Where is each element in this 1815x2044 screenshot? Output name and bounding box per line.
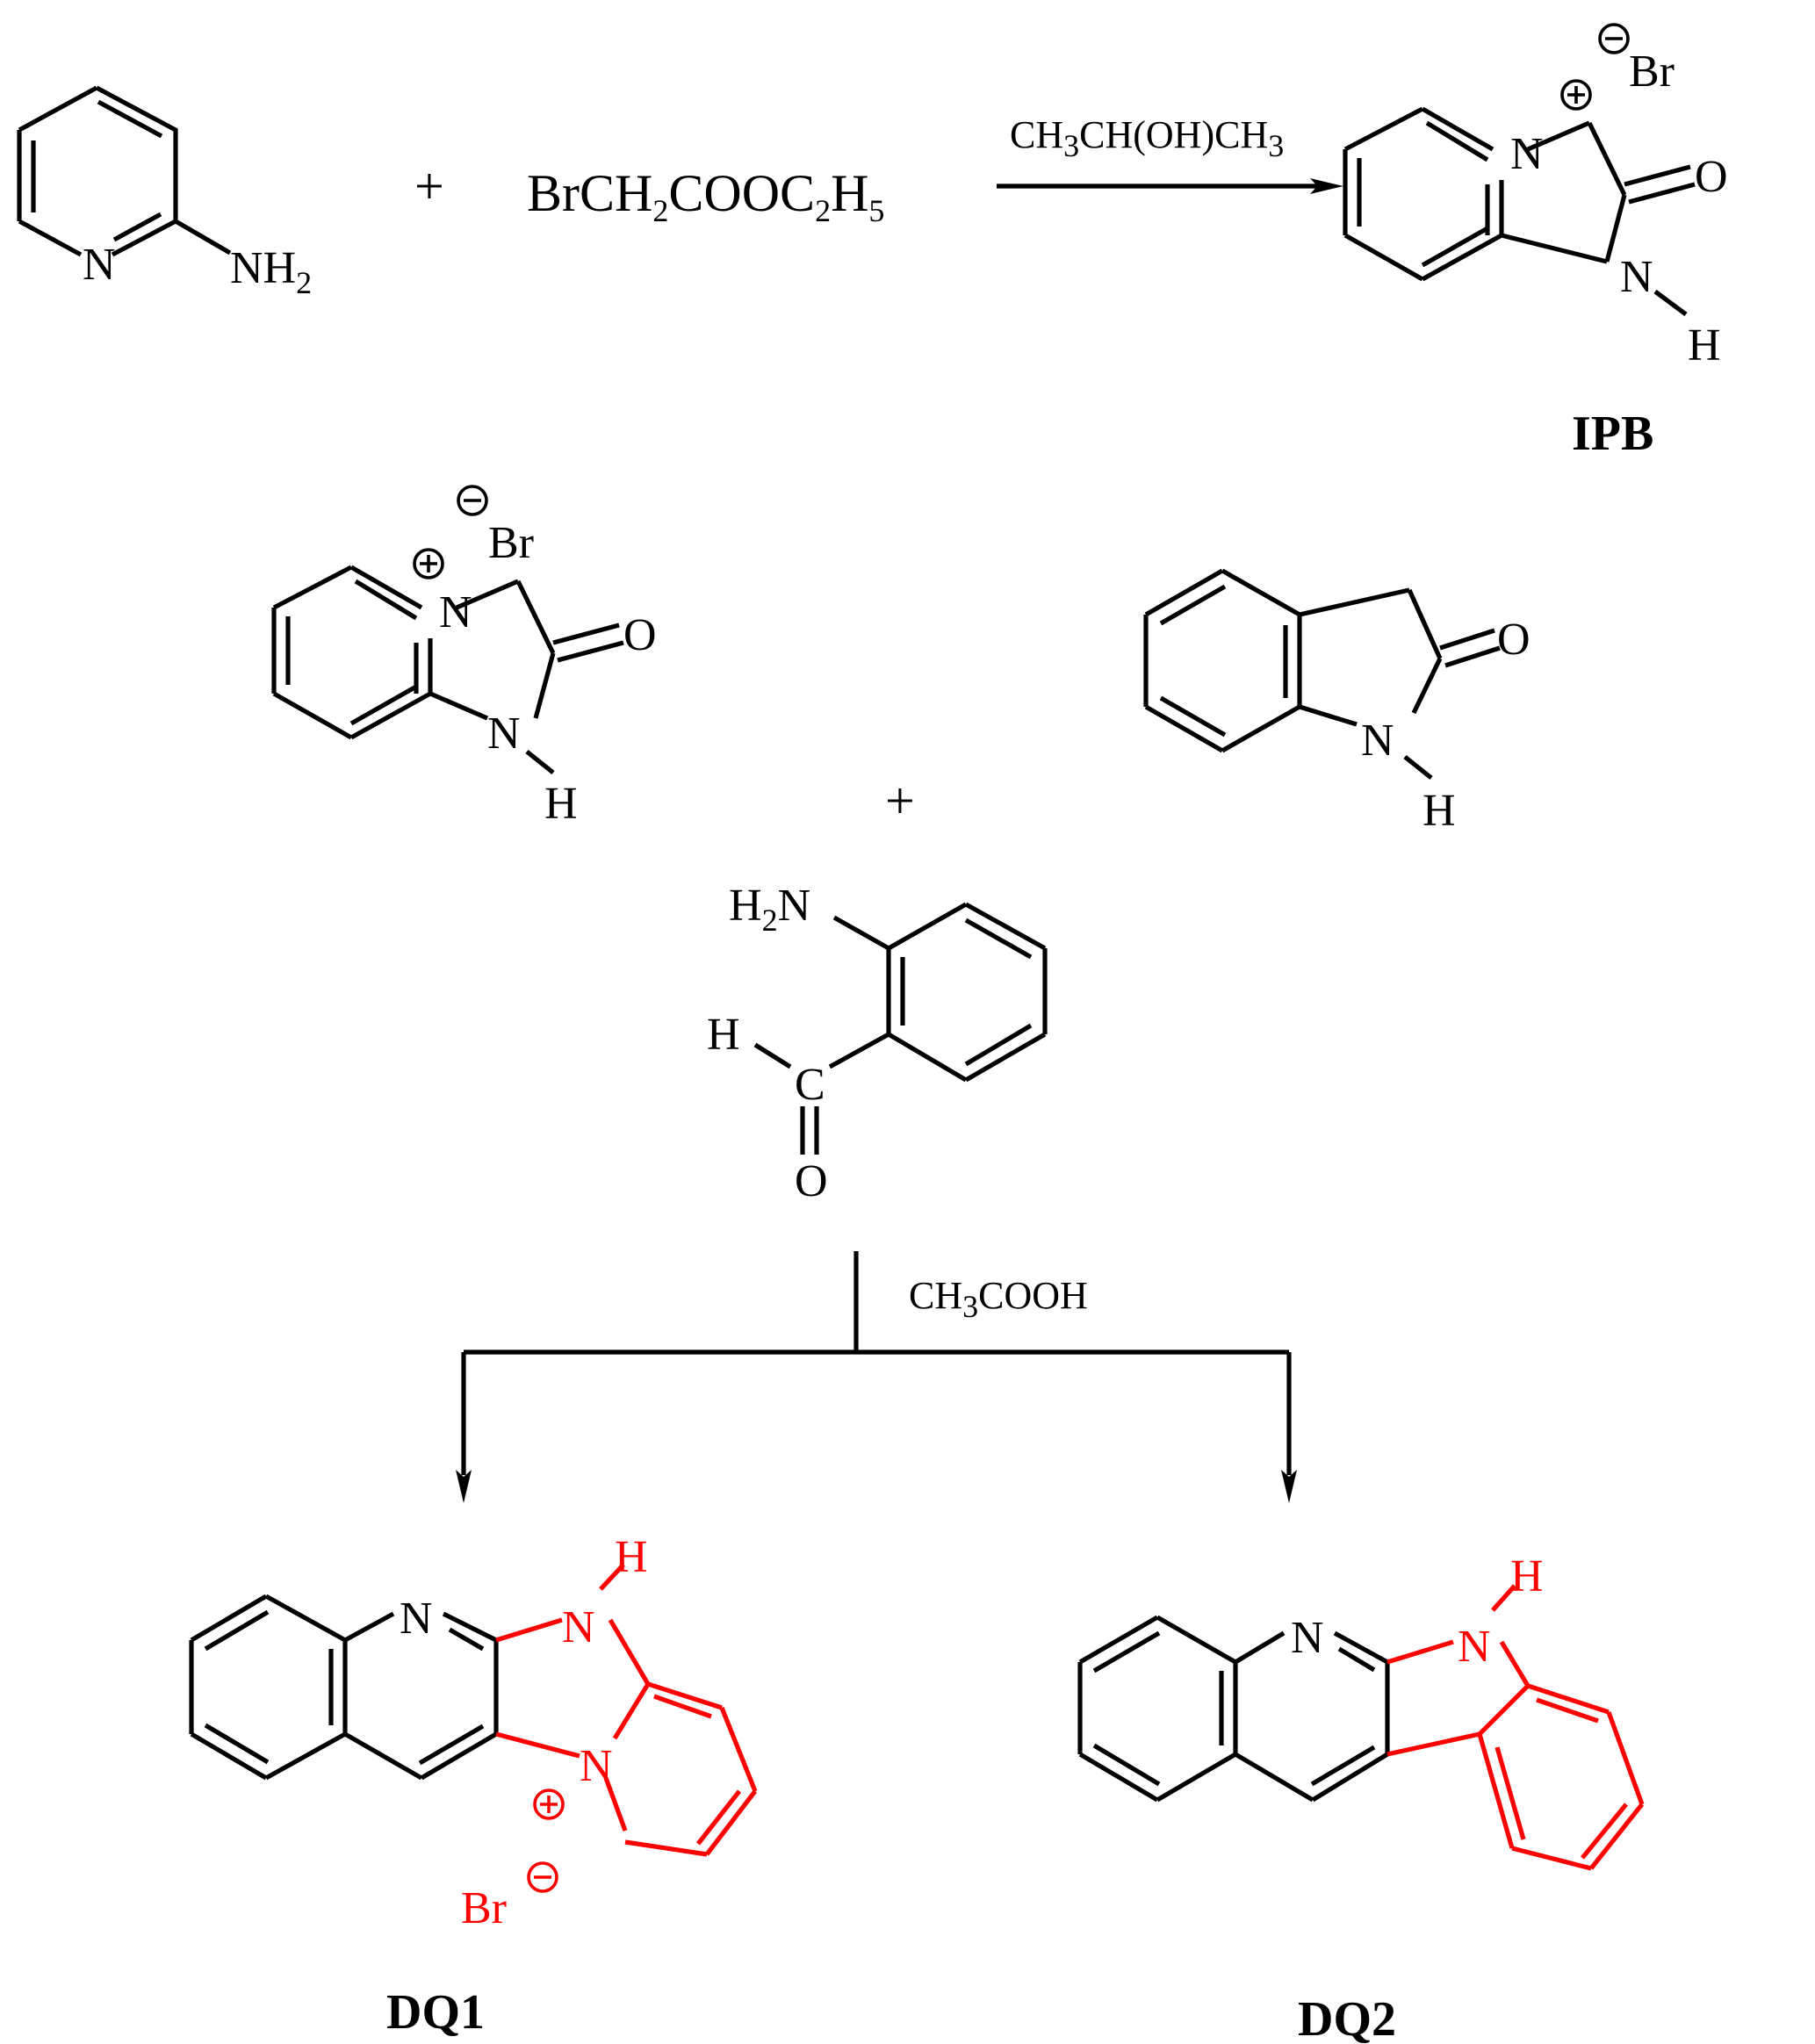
condition-acetic-acid: CH3COOH [909, 1274, 1088, 1324]
dq1-positive-charge [533, 1788, 565, 1820]
dq2-quinoline-nitrogen: N [1291, 1613, 1324, 1663]
branching-arrow: CH3COOH [456, 1251, 1297, 1503]
condition-isopropanol: CH3CH(OH)CH3 [1010, 113, 1284, 163]
dq1-nh-nitrogen: N [562, 1602, 595, 1652]
dq2-label: DQ2 [1298, 1992, 1396, 2044]
dq2-structure: N N H [1077, 1551, 1645, 1871]
ipb-label: IPB [1572, 407, 1653, 461]
aminopyridine-structure: N NH2 [17, 85, 312, 300]
dq1-negative-charge [527, 1861, 558, 1893]
amine-group: NH2 [230, 243, 312, 300]
ipb-negative-charge [1598, 23, 1630, 54]
oxindole-hydrogen: H [1422, 786, 1456, 836]
ipb-structure: N N H O Br [1343, 23, 1728, 371]
arrowhead-right [1281, 1470, 1297, 1503]
reactant-positive-charge [413, 548, 444, 579]
pyridine-nitrogen-atom: N [83, 240, 116, 290]
ipb-nh-nitrogen: N [1620, 252, 1653, 302]
reaction-arrow-1: CH3CH(OH)CH3 [997, 113, 1343, 194]
ipb-reactant-structure: N N H O Br [271, 485, 657, 829]
aldehyde-carbon: C [795, 1060, 825, 1110]
reactant-bromide: Br [488, 518, 534, 568]
amino-group: H2N [729, 881, 810, 938]
dq1-quinoline-nitrogen: N [400, 1594, 433, 1644]
reactant-nh-hydrogen: H [544, 779, 578, 829]
dq1-label: DQ1 [386, 1985, 485, 2040]
dq2-nh-nitrogen: N [1458, 1622, 1491, 1672]
dq1-bromide: Br [461, 1883, 507, 1933]
aldehyde-oxygen: O [795, 1156, 828, 1206]
dq1-cation-nitrogen: N [580, 1741, 613, 1791]
dq1-nh-hydrogen: H [615, 1532, 648, 1582]
ethyl-bromoacetate-formula: BrCH2COOC2H5 [527, 164, 884, 228]
ipb-bromide: Br [1629, 47, 1675, 97]
plus-sign-1: + [414, 157, 444, 215]
oxindole-structure: N H O [1143, 568, 1531, 836]
aldehyde-hydrogen: H [707, 1010, 740, 1060]
reactant-carbonyl-oxygen: O [623, 610, 657, 660]
oxindole-oxygen: O [1497, 615, 1531, 665]
reactant-cation-nitrogen: N [439, 587, 472, 637]
aminobenzaldehyde-structure: H2N H C O [707, 881, 1048, 1206]
dq2-nh-hydrogen: H [1510, 1551, 1544, 1601]
plus-sign-2: + [885, 772, 915, 830]
ipb-cation-nitrogen: N [1510, 129, 1544, 179]
reactant-nh-nitrogen: N [487, 709, 521, 759]
ipb-nh-hydrogen: H [1688, 320, 1721, 371]
oxindole-nitrogen: N [1361, 716, 1394, 766]
ipb-positive-charge [1560, 79, 1592, 111]
amine-subscript: 2 [296, 265, 312, 300]
arrowhead-left [456, 1470, 472, 1503]
reactant-negative-charge [457, 485, 488, 516]
dq1-structure: N N H N Br [189, 1532, 758, 1933]
ipb-carbonyl-oxygen: O [1695, 152, 1728, 202]
amine-text: NH [230, 243, 296, 293]
